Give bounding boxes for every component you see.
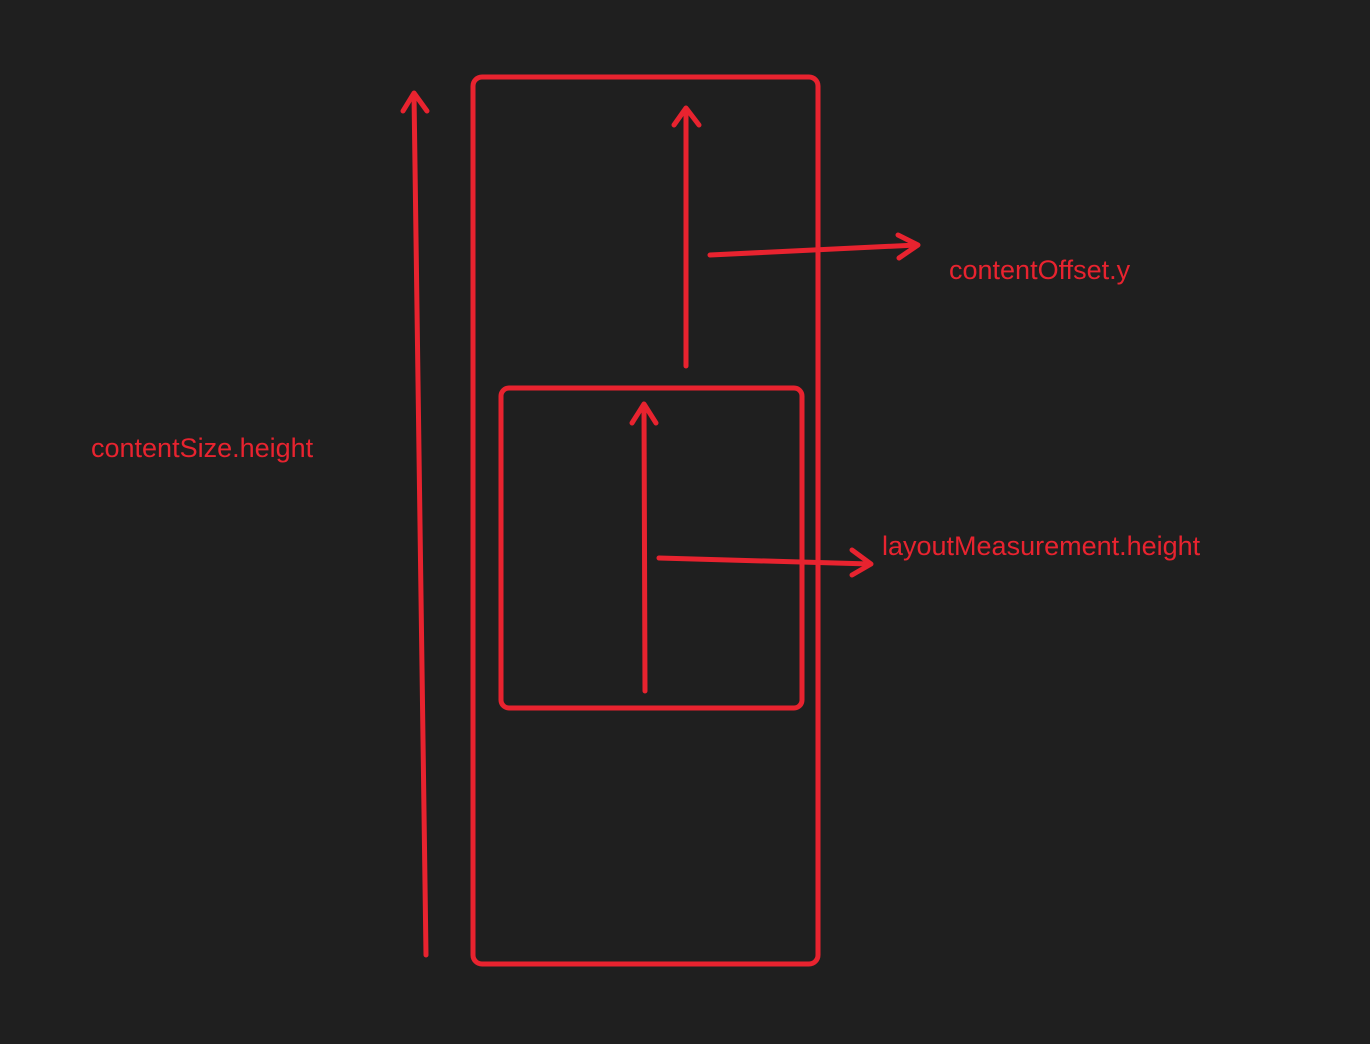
- content-size-height-arrow: [400, 90, 430, 958]
- viewport-box: [498, 385, 805, 711]
- content-container-box: [470, 74, 821, 967]
- content-offset-pointer-arrow: [707, 232, 921, 261]
- content-offset-y-arrow: [671, 105, 702, 369]
- layout-measurement-pointer-arrow: [656, 547, 874, 578]
- layout-measurement-height-label: layoutMeasurement.height: [882, 531, 1201, 561]
- layout-measurement-height-arrow: [629, 401, 659, 694]
- content-size-height-label: contentSize.height: [91, 433, 314, 463]
- content-offset-y-label: contentOffset.y: [949, 255, 1131, 285]
